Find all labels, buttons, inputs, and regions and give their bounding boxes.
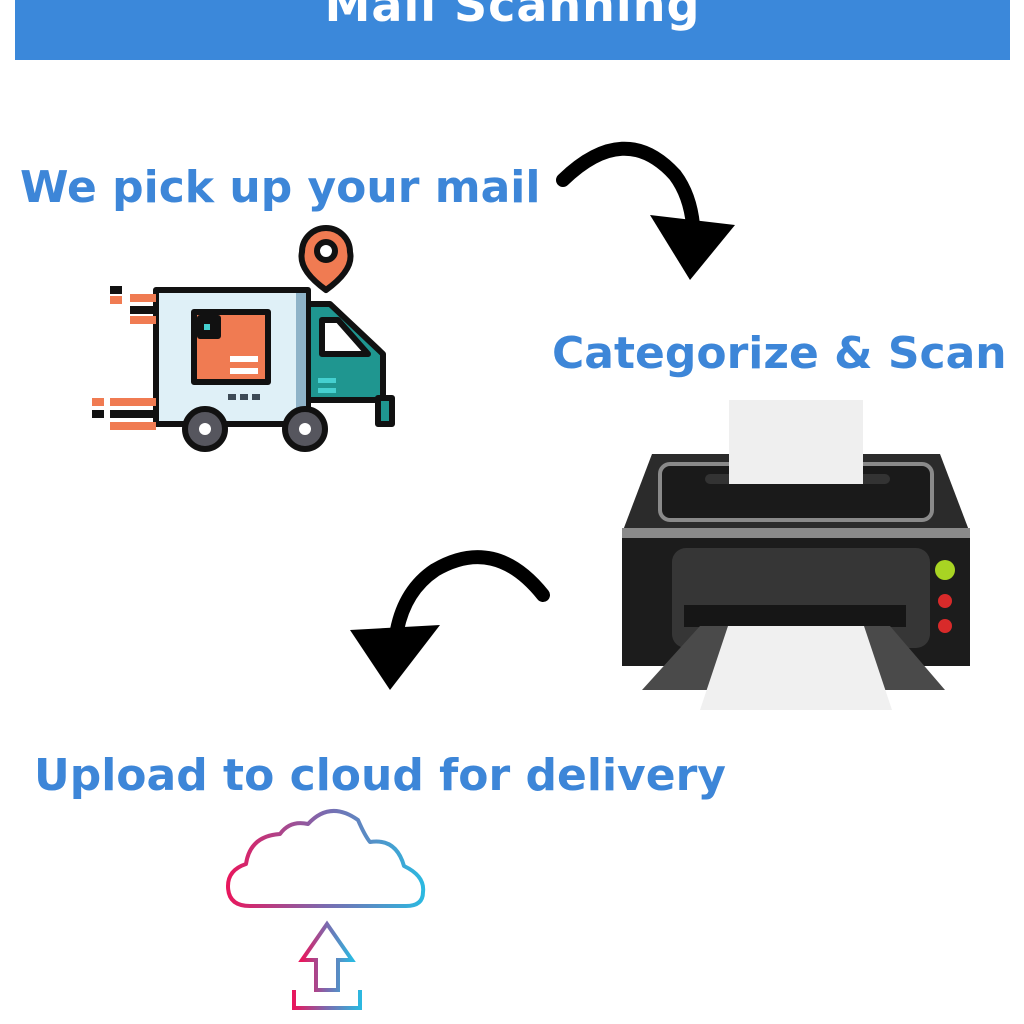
step-scan-label: Categorize & Scan (552, 328, 1007, 379)
step-pickup-label: We pick up your mail (20, 162, 541, 213)
printer-icon (622, 400, 970, 710)
curved-arrow-icon (350, 550, 550, 690)
delivery-truck-icon (92, 225, 395, 452)
step-upload-label: Upload to cloud for delivery (34, 750, 726, 801)
curved-arrow-icon (556, 141, 735, 280)
title-banner: Mail Scanning (15, 0, 1010, 60)
page-title: Mail Scanning (324, 0, 701, 32)
cloud-upload-icon (226, 809, 426, 1010)
